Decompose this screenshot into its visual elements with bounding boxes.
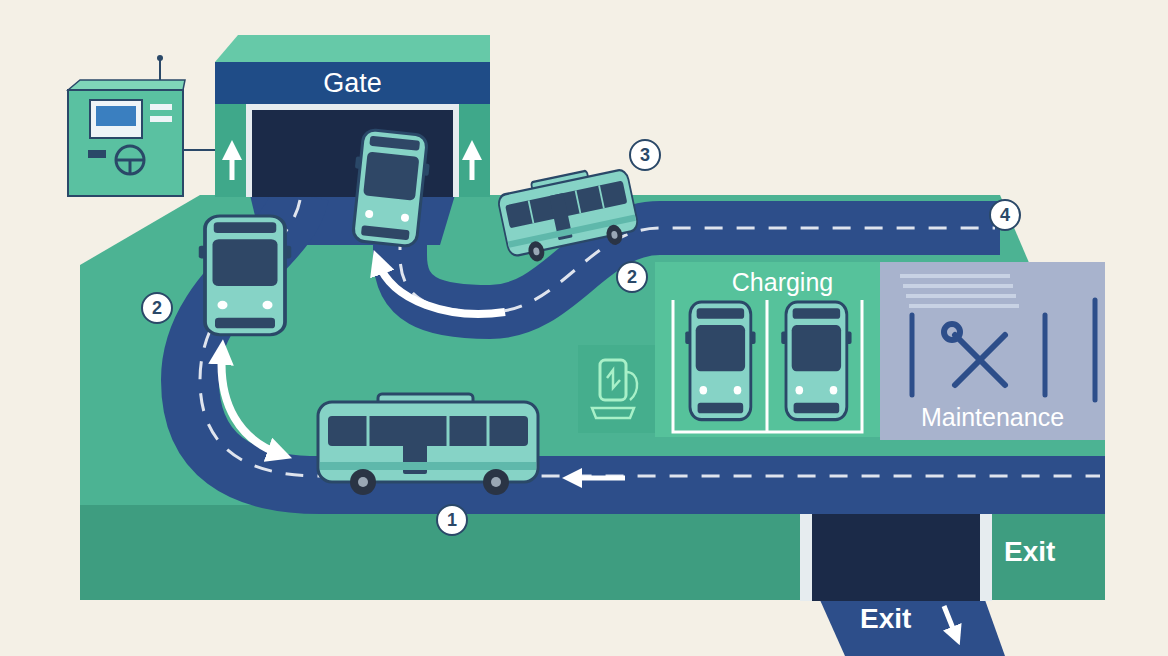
maintenance-details [944,324,1005,385]
control-console [88,150,106,158]
callout-number: 3 [629,139,661,171]
exit-tunnel [820,600,1005,656]
maintenance-area: Maintenance [880,262,1105,440]
area-label: Maintenance [921,403,1064,432]
exit-label: Exit [1004,536,1055,568]
maintenance-details [909,304,1019,308]
maintenance-details [912,300,1095,400]
maintenance-details [900,276,1019,306]
maintenance-details [910,315,915,395]
charger-icon [626,372,637,400]
maintenance-details [900,276,1095,400]
control-console [68,80,185,90]
bus-front [199,216,292,335]
maintenance-details [906,294,1016,298]
charger-icon [607,370,620,388]
callout-number: 1 [436,504,468,536]
exit-tunnel [944,606,956,636]
area-label: Charging [732,268,833,297]
gate-building [215,35,490,62]
exit-tunnel [812,514,980,601]
gate-building [215,62,490,197]
platform-front [80,505,1105,600]
charger-icon [578,345,655,433]
bus-side [496,162,641,267]
direction-arrow [572,476,625,481]
maintenance-details [955,335,1005,385]
exit-label: Exit [860,603,911,635]
bus-front [781,302,851,420]
maintenance-details [955,335,1005,385]
maintenance-details [900,274,1010,278]
maintenance-details [944,324,960,340]
charger-icon [600,360,626,400]
bus-front [685,302,755,420]
control-console [183,149,215,151]
exit-tunnel [800,505,992,601]
direction-arrow [222,352,280,454]
control-console [116,146,144,174]
control-console [157,55,163,61]
charging-area: Charging [655,262,910,437]
maintenance-details [1043,315,1048,395]
platform-top [80,195,1105,505]
charger-icon [592,408,634,418]
gate-building [215,35,490,197]
exit-tunnel [800,505,1005,656]
maintenance-details [903,284,1013,288]
charger-icon [578,345,655,433]
direction-arrow [378,262,505,314]
maintenance-details [1093,300,1098,400]
control-console [68,90,183,196]
callout-number: 2 [141,292,173,324]
direction-arrow [222,262,625,478]
gate-sign: Gate [215,62,490,104]
control-console [68,55,215,196]
bus-side [318,394,538,495]
charging-bay [673,300,862,432]
control-console [150,116,172,122]
control-console [129,160,132,174]
control-console [150,104,172,110]
gate-building [470,150,475,180]
callout-number: 4 [989,199,1021,231]
bus-front [347,128,432,247]
gate-building [230,150,235,180]
control-console [90,100,142,138]
area-label: Gate [323,68,382,99]
charging-bay [673,300,862,432]
callout-number: 2 [616,261,648,293]
control-console [96,106,136,126]
